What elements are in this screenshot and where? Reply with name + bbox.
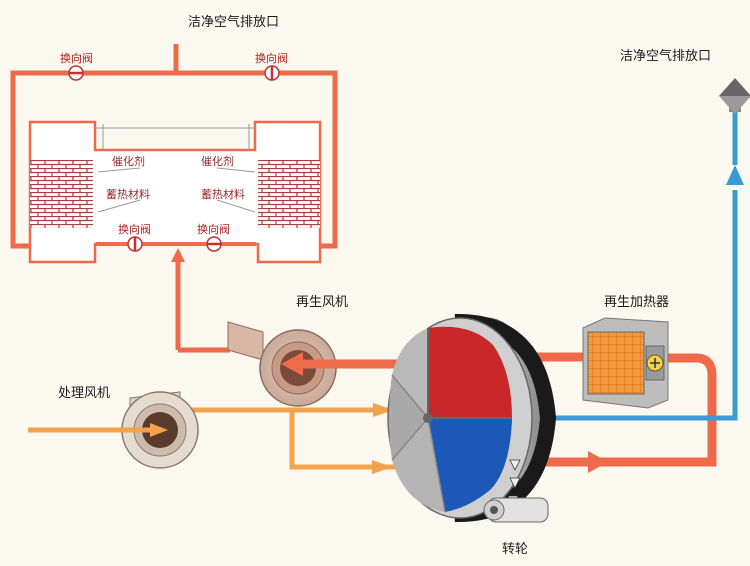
heat-storage-label-right: 蓄热材料 xyxy=(201,187,245,201)
brick-bed-left xyxy=(30,160,93,228)
process-fan xyxy=(121,391,199,469)
rotor-label: 转轮 xyxy=(502,542,528,557)
regen-fan-label: 再生风机 xyxy=(296,295,348,310)
valve-label-bottom-left: 换向阀 xyxy=(118,222,151,236)
valve-label-top-left: 换向阀 xyxy=(60,51,93,65)
arrow-up-icon xyxy=(726,165,744,185)
clean-air-exhaust-label-top: 洁净空气排放口 xyxy=(188,14,279,30)
valve-label-top-right: 换向阀 xyxy=(255,51,288,65)
process-fan-label: 处理风机 xyxy=(58,386,110,401)
clean-air-path xyxy=(500,78,750,421)
arrow-right-icon xyxy=(373,403,393,417)
process-air-path xyxy=(28,403,398,474)
valve-icon xyxy=(68,65,84,81)
clean-air-exhaust-label-right: 洁净空气排放口 xyxy=(620,48,711,64)
catalyst-label-left: 催化剂 xyxy=(112,154,145,168)
valve-label-bottom-right: 换向阀 xyxy=(197,222,230,236)
arrow-up-icon xyxy=(171,248,185,262)
brick-bed-right xyxy=(258,160,320,228)
regen-fan xyxy=(227,321,337,407)
catalyst-label-right: 催化剂 xyxy=(201,154,234,168)
arrow-right-icon xyxy=(150,423,168,437)
valve-icon xyxy=(206,236,222,252)
exhaust-cap-icon xyxy=(719,78,750,114)
regen-heater-label: 再生加热器 xyxy=(604,295,669,310)
rto-chamber xyxy=(10,44,338,350)
heat-storage-label-left: 蓄热材料 xyxy=(106,187,150,201)
regen-heater xyxy=(582,317,669,409)
arrow-right-icon xyxy=(372,460,392,474)
valve-icon xyxy=(127,236,143,252)
valve-icon xyxy=(264,65,280,81)
arrow-right-icon xyxy=(588,451,608,473)
desiccant-rotor xyxy=(387,313,557,523)
plus-icon xyxy=(646,354,664,372)
